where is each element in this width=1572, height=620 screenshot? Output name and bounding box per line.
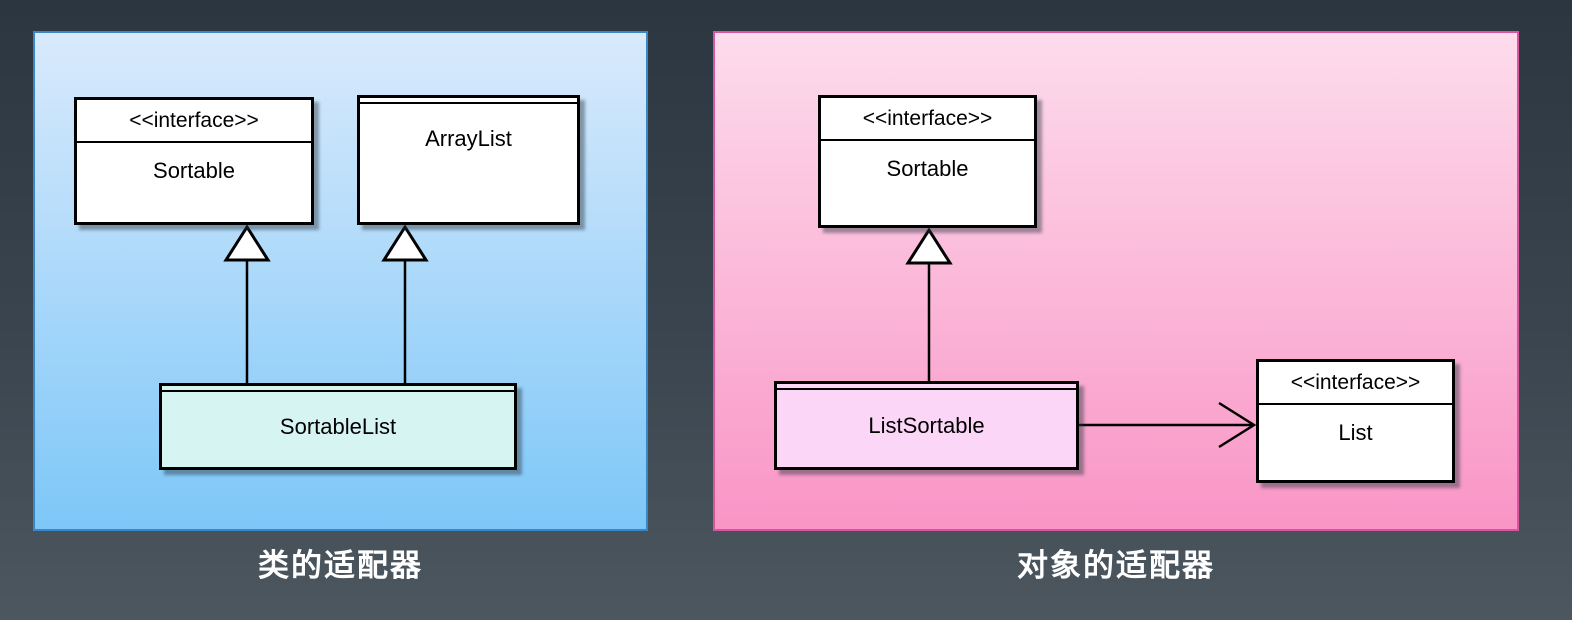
stereotype-label: <<interface>> bbox=[862, 106, 993, 130]
generalization-arrowhead-sortable bbox=[223, 224, 271, 262]
stereotype-compartment: <<interface>> bbox=[821, 98, 1034, 141]
class-name-label: Sortable bbox=[886, 156, 969, 181]
class-name-label: List bbox=[1338, 420, 1373, 445]
compartment-rule bbox=[360, 102, 577, 104]
stereotype-compartment: <<interface>> bbox=[1259, 362, 1452, 405]
class-name-label: ArrayList bbox=[425, 126, 512, 151]
stereotype-compartment: <<interface>> bbox=[77, 100, 311, 143]
class-adapter-panel: <<interface>> Sortable ArrayList Sortabl… bbox=[33, 31, 648, 531]
generalization-arrowhead-sortable bbox=[905, 227, 953, 265]
object-adapter-caption: 对象的适配器 bbox=[1017, 548, 1215, 583]
stereotype-label: <<interface>> bbox=[1290, 370, 1421, 394]
class-name-label: Sortable bbox=[153, 158, 235, 183]
class-name-label: SortableList bbox=[279, 413, 397, 439]
uml-interface-sortable-left: <<interface>> Sortable bbox=[74, 97, 314, 225]
generalization-arrowhead-arraylist bbox=[381, 224, 429, 262]
stereotype-label: <<interface>> bbox=[129, 108, 259, 132]
association-open-arrowhead-list bbox=[1218, 401, 1257, 449]
class-adapter-caption: 类的适配器 bbox=[258, 548, 423, 583]
uml-class-listsortable: ListSortable bbox=[774, 381, 1079, 470]
compartment-rule bbox=[162, 390, 514, 392]
object-adapter-panel: <<interface>> Sortable ListSortable <<in… bbox=[713, 31, 1519, 531]
uml-class-sortablelist: SortableList bbox=[159, 383, 517, 470]
compartment-rule bbox=[777, 388, 1076, 390]
uml-class-arraylist: ArrayList bbox=[357, 95, 580, 225]
class-name-label: ListSortable bbox=[868, 412, 985, 438]
uml-interface-list: <<interface>> List bbox=[1256, 359, 1455, 483]
uml-interface-sortable-right: <<interface>> Sortable bbox=[818, 95, 1037, 228]
